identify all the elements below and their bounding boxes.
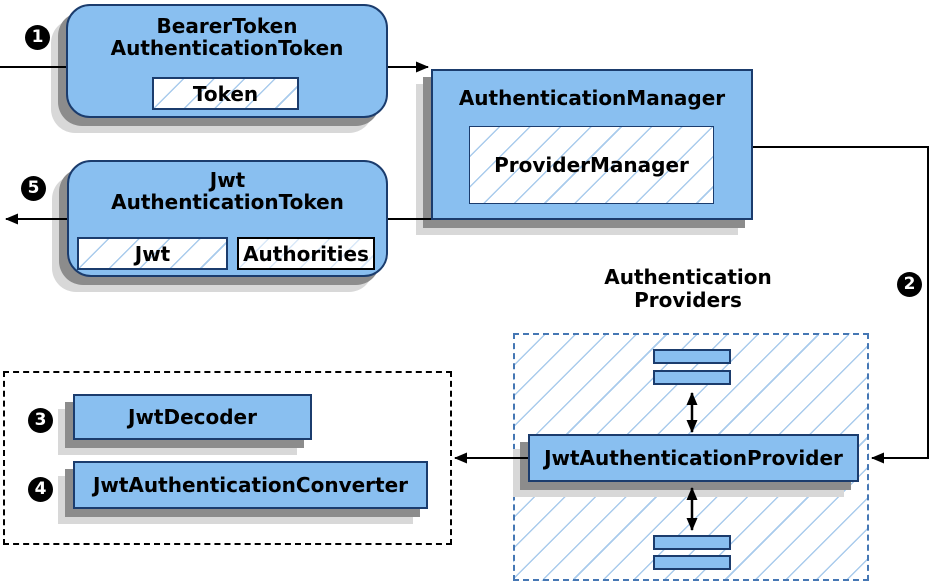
jwt-authentication-converter-label: JwtAuthenticationConverter <box>92 473 409 497</box>
authentication-providers-label-line2: Providers <box>634 288 742 312</box>
authorities-field: Authorities <box>237 237 375 270</box>
authentication-providers-label-line1: Authentication <box>604 265 772 289</box>
authorities-field-label: Authorities <box>243 241 369 266</box>
provider-slot-bar <box>653 535 731 550</box>
bearer-token-title-line2: AuthenticationToken <box>110 36 344 60</box>
step-2-badge: 2 <box>897 272 922 297</box>
bearer-token-authentication-token-node: BearerToken AuthenticationToken <box>66 4 388 118</box>
jwt-authentication-provider-node: JwtAuthenticationProvider <box>528 434 859 482</box>
jwt-field-label: Jwt <box>134 241 171 266</box>
provider-slot-bar <box>653 370 731 385</box>
jwt-field: Jwt <box>77 237 228 270</box>
step-3-badge: 3 <box>28 408 53 433</box>
step-5-number: 5 <box>27 178 40 198</box>
jwt-decoder-node: JwtDecoder <box>73 394 312 440</box>
authentication-manager-label: AuthenticationManager <box>458 86 726 110</box>
provider-slot-bar <box>653 555 731 570</box>
jwt-authentication-converter-node: JwtAuthenticationConverter <box>73 461 428 509</box>
token-field-label: Token <box>192 81 259 106</box>
authentication-providers-label: Authentication Providers <box>538 266 838 312</box>
step-5-badge: 5 <box>21 176 46 201</box>
token-field: Token <box>152 77 299 110</box>
step-4-number: 4 <box>34 479 47 499</box>
bearer-token-title: BearerToken AuthenticationToken <box>68 6 386 59</box>
jwt-token-title: Jwt AuthenticationToken <box>69 162 386 213</box>
jwt-authentication-provider-label: JwtAuthenticationProvider <box>544 446 843 470</box>
jwt-decoder-label: JwtDecoder <box>128 405 257 429</box>
provider-slot-bar <box>653 349 731 364</box>
jwt-token-title-line2: AuthenticationToken <box>111 190 344 214</box>
step-4-badge: 4 <box>28 477 53 502</box>
bearer-token-title-line1: BearerToken <box>156 14 298 38</box>
authentication-manager-title: AuthenticationManager <box>433 71 751 109</box>
step-1-badge: 1 <box>25 25 50 50</box>
resolvers-dashed-box <box>3 371 452 545</box>
step-1-number: 1 <box>31 27 44 47</box>
step-2-number: 2 <box>903 274 916 294</box>
provider-manager-label: ProviderManager <box>494 153 689 177</box>
step-3-number: 3 <box>34 410 47 430</box>
jwt-token-title-line1: Jwt <box>209 168 246 192</box>
provider-manager-field: ProviderManager <box>469 126 714 204</box>
